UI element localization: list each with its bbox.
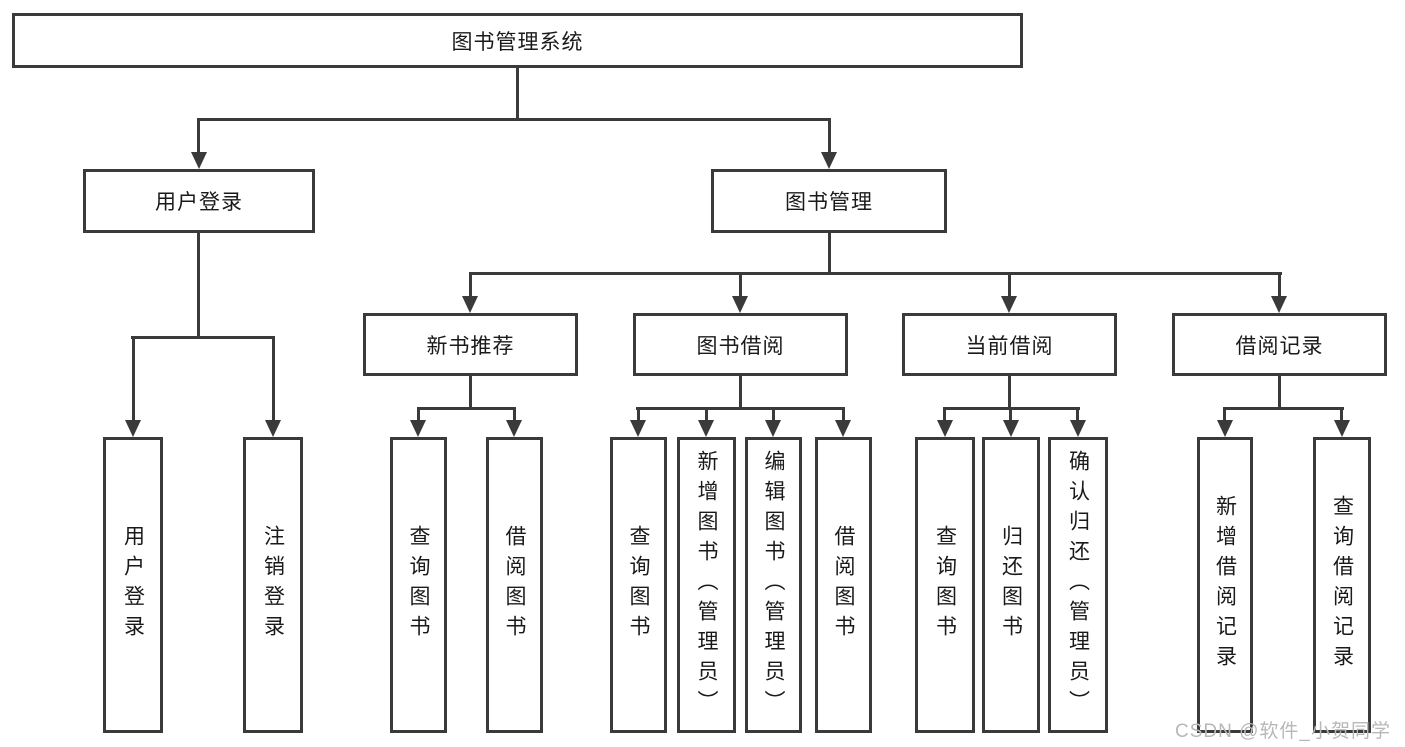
node-book-borrow: 图书借阅 bbox=[633, 313, 848, 376]
connector-drop-query-books-1 bbox=[417, 407, 420, 421]
arrowhead-borrow-books-1 bbox=[506, 420, 522, 437]
connector-user-login-rail bbox=[131, 336, 275, 339]
connector-drop-edit-books bbox=[772, 407, 775, 421]
node-borrow-records: 借阅记录 bbox=[1172, 313, 1387, 376]
leaf-add-books-admin-label: 新增图书（管理员） bbox=[695, 450, 718, 720]
connector-borrow-records-rail bbox=[1223, 407, 1344, 410]
connector-drop-book-borrow bbox=[739, 272, 742, 298]
leaf-user-login-label: 用户登录 bbox=[121, 525, 145, 645]
connector-drop-query-books-3 bbox=[943, 407, 946, 421]
arrowhead-borrow-records bbox=[1271, 296, 1287, 313]
node-library-system: 图书管理系统 bbox=[12, 13, 1023, 68]
leaf-add-books-admin: 新增图书（管理员） bbox=[677, 437, 736, 733]
leaf-query-books-2-label: 查询图书 bbox=[627, 525, 650, 645]
node-borrow-records-label: 借阅记录 bbox=[1235, 334, 1324, 358]
connector-level2-rail bbox=[469, 272, 1282, 275]
connector-drop-new-book bbox=[469, 272, 472, 298]
leaf-return-books: 归还图书 bbox=[982, 437, 1040, 733]
arrowhead-leaf-logout bbox=[265, 420, 281, 437]
node-book-borrow-label: 图书借阅 bbox=[696, 334, 785, 358]
leaf-query-books-1-label: 查询图书 bbox=[407, 525, 430, 645]
leaf-confirm-return-admin-label: 确认归还（管理员） bbox=[1066, 450, 1090, 720]
connector-new-book-stem bbox=[469, 376, 472, 409]
leaf-logout: 注销登录 bbox=[243, 437, 303, 733]
connector-current-borrow-stem bbox=[1008, 376, 1011, 409]
node-library-system-label: 图书管理系统 bbox=[451, 30, 584, 54]
connector-user-login-stem bbox=[197, 233, 200, 337]
connector-drop-return-books bbox=[1009, 407, 1012, 421]
leaf-query-borrow-record: 查询借阅记录 bbox=[1313, 437, 1371, 733]
arrowhead-query-books-2 bbox=[630, 420, 646, 437]
leaf-query-borrow-record-label: 查询借阅记录 bbox=[1330, 495, 1354, 675]
arrowhead-current-borrow bbox=[1001, 296, 1017, 313]
arrowhead-add-books bbox=[698, 420, 714, 437]
connector-root-stem bbox=[516, 68, 519, 121]
connector-drop-leaf-user-login bbox=[132, 336, 135, 421]
leaf-query-books-1: 查询图书 bbox=[390, 437, 447, 733]
leaf-confirm-return-admin: 确认归还（管理员） bbox=[1048, 437, 1108, 733]
leaf-query-books-3: 查询图书 bbox=[915, 437, 975, 733]
connector-new-book-rail bbox=[417, 407, 516, 410]
connector-drop-borrow-books-1 bbox=[513, 407, 516, 421]
leaf-add-borrow-record-label: 新增借阅记录 bbox=[1213, 495, 1237, 675]
leaf-add-borrow-record: 新增借阅记录 bbox=[1197, 437, 1253, 733]
connector-drop-user-login bbox=[197, 118, 200, 153]
connector-drop-query-books-2 bbox=[637, 407, 640, 421]
arrowhead-user-login bbox=[191, 152, 207, 169]
connector-drop-leaf-logout bbox=[272, 336, 275, 421]
connector-drop-current-borrow bbox=[1008, 272, 1011, 298]
arrowhead-confirm-return bbox=[1070, 420, 1086, 437]
arrowhead-query-books-1 bbox=[410, 420, 426, 437]
connector-level1-rail bbox=[197, 118, 831, 121]
connector-drop-borrow-records bbox=[1278, 272, 1281, 298]
arrowhead-return-books bbox=[1003, 420, 1019, 437]
leaf-borrow-books-1-label: 借阅图书 bbox=[503, 525, 526, 645]
node-book-management-label: 图书管理 bbox=[785, 191, 873, 214]
leaf-edit-books-admin-label: 编辑图书（管理员） bbox=[762, 450, 785, 720]
connector-drop-query-record bbox=[1340, 407, 1343, 421]
node-new-book-recommend: 新书推荐 bbox=[363, 313, 578, 376]
connector-borrow-records-stem bbox=[1278, 376, 1281, 409]
leaf-user-login: 用户登录 bbox=[103, 437, 163, 733]
connector-book-borrow-rail bbox=[636, 407, 845, 410]
arrowhead-query-books-3 bbox=[937, 420, 953, 437]
connector-drop-add-books bbox=[705, 407, 708, 421]
connector-drop-confirm-return bbox=[1076, 407, 1079, 421]
leaf-borrow-books-1: 借阅图书 bbox=[486, 437, 543, 733]
leaf-borrow-books-2-label: 借阅图书 bbox=[832, 525, 855, 645]
arrowhead-add-record bbox=[1217, 420, 1233, 437]
leaf-borrow-books-2: 借阅图书 bbox=[815, 437, 872, 733]
connector-drop-add-record bbox=[1223, 407, 1226, 421]
node-book-management: 图书管理 bbox=[711, 169, 947, 233]
arrowhead-borrow-books-2 bbox=[835, 420, 851, 437]
node-user-login: 用户登录 bbox=[83, 169, 315, 233]
leaf-logout-label: 注销登录 bbox=[261, 525, 285, 645]
arrowhead-book-borrow bbox=[732, 296, 748, 313]
connector-drop-book-management bbox=[828, 118, 831, 153]
arrowhead-leaf-user-login bbox=[125, 420, 141, 437]
node-new-book-recommend-label: 新书推荐 bbox=[426, 334, 515, 358]
leaf-edit-books-admin: 编辑图书（管理员） bbox=[745, 437, 802, 733]
leaf-return-books-label: 归还图书 bbox=[999, 525, 1023, 645]
connector-book-borrow-stem bbox=[739, 376, 742, 409]
node-user-login-label: 用户登录 bbox=[155, 191, 243, 214]
arrowhead-edit-books bbox=[765, 420, 781, 437]
leaf-query-books-2: 查询图书 bbox=[610, 437, 667, 733]
node-current-borrow: 当前借阅 bbox=[902, 313, 1117, 376]
csdn-watermark: CSDN @软件_小贺同学 bbox=[1175, 721, 1391, 742]
node-current-borrow-label: 当前借阅 bbox=[965, 334, 1054, 358]
arrowhead-book-management bbox=[821, 152, 837, 169]
connector-book-management-stem bbox=[828, 233, 831, 274]
arrowhead-query-record bbox=[1334, 420, 1350, 437]
leaf-query-books-3-label: 查询图书 bbox=[933, 525, 957, 645]
connector-drop-borrow-books-2 bbox=[842, 407, 845, 421]
arrowhead-new-book bbox=[462, 296, 478, 313]
